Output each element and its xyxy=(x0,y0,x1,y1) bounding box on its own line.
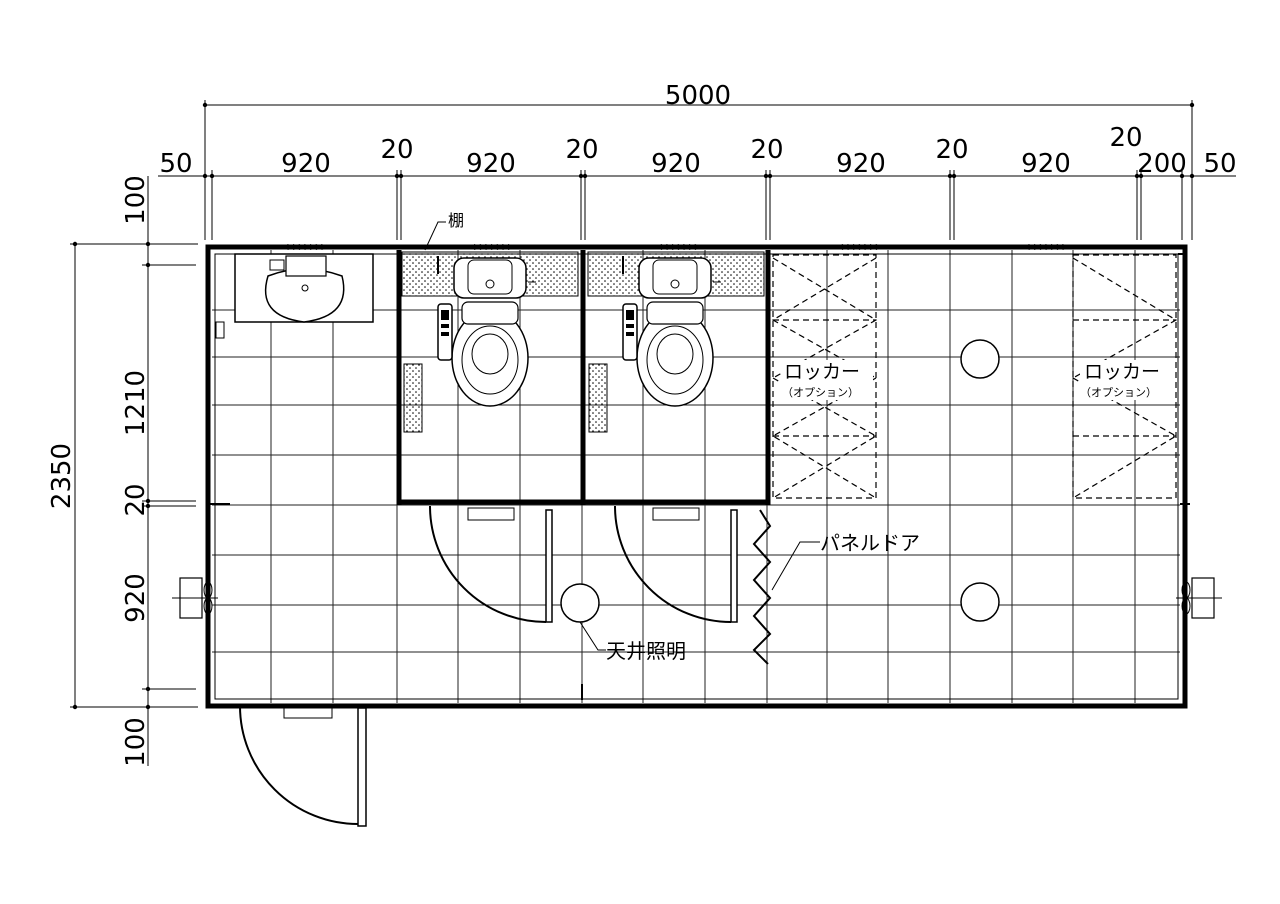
svg-text:920: 920 xyxy=(281,149,331,179)
locker-2 xyxy=(1072,254,1177,499)
locker-1-markings xyxy=(771,257,878,499)
locker-1-label: ロッカー xyxy=(784,361,860,383)
svg-text:20: 20 xyxy=(565,135,598,165)
locker-2-note: （オプション） xyxy=(1080,386,1157,399)
top-dimension-lines xyxy=(158,100,1236,240)
locker-2-label: ロッカー xyxy=(1084,361,1160,383)
top-dimension-ticks xyxy=(202,102,1195,179)
shelf-leader xyxy=(424,221,446,251)
booth-partitions xyxy=(210,250,1190,505)
overall-width-dim: 5000 xyxy=(665,81,731,111)
toilet-2 xyxy=(588,257,714,433)
entrance-door xyxy=(239,684,583,827)
svg-text:200: 200 xyxy=(1137,149,1187,179)
svg-text:920: 920 xyxy=(836,149,886,179)
vent-hatches xyxy=(287,244,1067,250)
left-segment-dims: 100 1210 20 920 100 xyxy=(121,175,151,767)
paper-holder-1 xyxy=(403,363,423,433)
overall-depth-dim: 2350 xyxy=(47,443,77,509)
side-window-left xyxy=(172,577,218,619)
ceiling-light-leader xyxy=(579,621,606,651)
panel-door-leader xyxy=(771,541,820,591)
shelf-label: 棚 xyxy=(448,211,464,230)
svg-text:920: 920 xyxy=(651,149,701,179)
svg-text:920: 920 xyxy=(121,573,151,623)
top-segment-dims: 50 920 20 920 20 920 20 920 20 920 20 20… xyxy=(159,123,1236,179)
toilet-1 xyxy=(403,257,529,433)
washbasin xyxy=(215,255,345,339)
side-window-right xyxy=(1176,577,1222,619)
svg-text:50: 50 xyxy=(159,149,192,179)
locker-2-markings xyxy=(1072,257,1178,499)
svg-text:100: 100 xyxy=(121,717,151,767)
svg-text:920: 920 xyxy=(466,149,516,179)
paper-holder-2 xyxy=(588,363,608,433)
svg-text:20: 20 xyxy=(750,135,783,165)
svg-text:20: 20 xyxy=(1109,123,1142,153)
ceiling-light-3 xyxy=(960,582,1000,622)
ceiling-light-label: 天井照明 xyxy=(606,639,686,663)
svg-text:100: 100 xyxy=(121,175,151,225)
panel-door-label: パネルドア xyxy=(820,531,920,555)
left-dimension-lines xyxy=(70,176,198,766)
svg-text:920: 920 xyxy=(1021,149,1071,179)
svg-text:20: 20 xyxy=(935,135,968,165)
left-dimension-ticks xyxy=(72,241,151,710)
svg-text:20: 20 xyxy=(121,483,151,516)
booth-door-1 xyxy=(429,505,553,623)
svg-text:50: 50 xyxy=(1203,149,1236,179)
locker-1 xyxy=(772,254,877,499)
svg-text:1210: 1210 xyxy=(121,370,151,436)
shelf-hooks xyxy=(437,256,721,283)
booth-door-2 xyxy=(614,505,738,623)
locker-1-note: （オプション） xyxy=(782,386,859,399)
svg-text:20: 20 xyxy=(380,135,413,165)
panel-door-zigzag xyxy=(752,509,772,665)
ceiling-light-1 xyxy=(560,583,600,623)
ceiling-light-2 xyxy=(960,339,1000,379)
